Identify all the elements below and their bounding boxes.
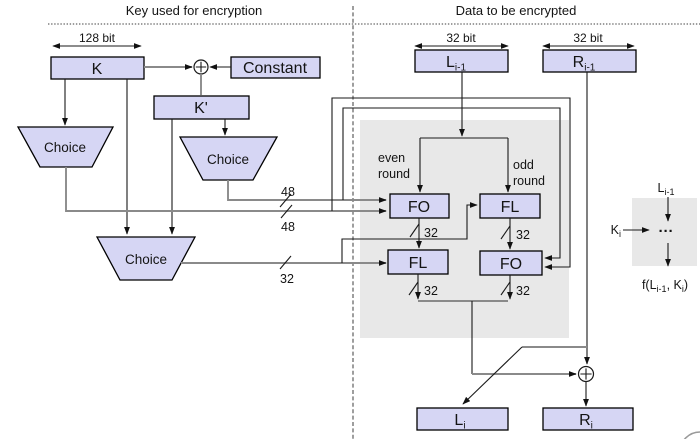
fl-even-label: FL	[409, 255, 428, 272]
section-title-key: Key used for encryption	[126, 3, 263, 18]
even-round-label-2: round	[378, 167, 410, 181]
mini-l-base: L	[658, 181, 665, 195]
l-out-box	[416, 407, 509, 431]
mini-f-1: f(L	[642, 278, 657, 292]
r-out-label: Ri	[579, 412, 593, 432]
mini-f-label: f(Li-1, Ki)	[642, 278, 688, 294]
label-32-fo-odd: 32	[516, 284, 530, 298]
odd-round-label-1: odd	[513, 158, 534, 172]
slash-fl-even-out	[408, 281, 419, 296]
fo-even-label: FO	[408, 199, 430, 216]
choice3-trapezoid	[95, 236, 197, 281]
choice1-trapezoid	[16, 126, 115, 168]
mini-l-sub: i-1	[664, 187, 674, 197]
xor-plus-data	[580, 368, 592, 380]
label-32-fl-odd: 32	[516, 228, 530, 242]
bus-label-32: 32	[280, 272, 294, 286]
l-in-sub: i-1	[455, 63, 467, 74]
mini-f-2: , K	[667, 278, 683, 292]
wire-flkey-branch	[341, 202, 478, 263]
r-out-box	[542, 407, 634, 431]
kprime-label: K'	[194, 100, 208, 117]
mini-f-3: )	[684, 278, 688, 292]
choice2-label: Choice	[207, 152, 249, 167]
l-in-base: L	[446, 54, 455, 71]
bus-label-48-lower: 48	[281, 220, 295, 234]
k-box	[50, 56, 145, 80]
fo-odd-box	[479, 250, 543, 276]
r-in-box	[542, 49, 637, 73]
slash-fo-odd-out	[500, 281, 511, 296]
mini-l-label: Li-1	[658, 181, 675, 197]
r-out-sub: i	[591, 421, 593, 432]
r-in-base: R	[573, 54, 585, 71]
bus-label-48-upper: 48	[281, 185, 295, 199]
odd-round-label-2: round	[513, 174, 545, 188]
mini-k-sub: i	[619, 229, 621, 239]
mini-dots: ···	[659, 223, 674, 240]
fl-odd-box	[479, 193, 541, 219]
r-in-label: Ri-1	[573, 54, 596, 74]
mini-f-sub1: i-1	[657, 284, 667, 294]
even-round-label-1: even	[378, 151, 405, 165]
constant-label: Constant	[243, 60, 308, 77]
wire-fokey-wrap-inner	[342, 107, 561, 261]
label-32-fl-even: 32	[424, 284, 438, 298]
label-32-fo-even: 32	[424, 226, 438, 240]
xor-plus-key	[195, 61, 207, 73]
fl-even-box	[387, 249, 449, 275]
bus-48-lower	[65, 167, 387, 214]
mini-k-base: K	[611, 223, 620, 237]
l-in-label: Li-1	[446, 54, 466, 74]
mini-k-label: Ki	[611, 223, 621, 239]
bus-slash-48-lower	[280, 204, 293, 219]
r-in-sub: i-1	[584, 63, 596, 74]
k-label: K	[92, 61, 103, 78]
bus-slash-32	[279, 255, 292, 270]
wire-r-branch-diagonal	[462, 346, 523, 405]
kprime-box	[153, 95, 250, 120]
l-out-label: Li	[454, 412, 465, 432]
slash-fo-even-out	[409, 223, 420, 238]
corner-logo-arc	[683, 431, 700, 439]
slash-fl-odd-out	[500, 225, 511, 240]
width-label-128: 128 bit	[79, 31, 116, 45]
fo-odd-label: FO	[500, 256, 522, 273]
width-label-32-right: 32 bit	[573, 31, 603, 45]
wire-fokey-wrap-outer	[331, 97, 571, 270]
fl-odd-label: FL	[501, 199, 520, 216]
bus-slash-48-upper	[279, 193, 292, 208]
bus-48-upper	[227, 180, 387, 203]
mini-f-sub2: i	[682, 284, 684, 294]
r-out-base: R	[579, 412, 591, 429]
width-label-32-left: 32 bit	[446, 31, 476, 45]
section-title-data: Data to be encrypted	[456, 3, 577, 18]
choice2-trapezoid	[178, 136, 279, 181]
l-out-base: L	[454, 412, 463, 429]
choice1-label: Choice	[44, 140, 86, 155]
l-out-sub: i	[463, 421, 465, 432]
choice3-label: Choice	[125, 252, 167, 267]
